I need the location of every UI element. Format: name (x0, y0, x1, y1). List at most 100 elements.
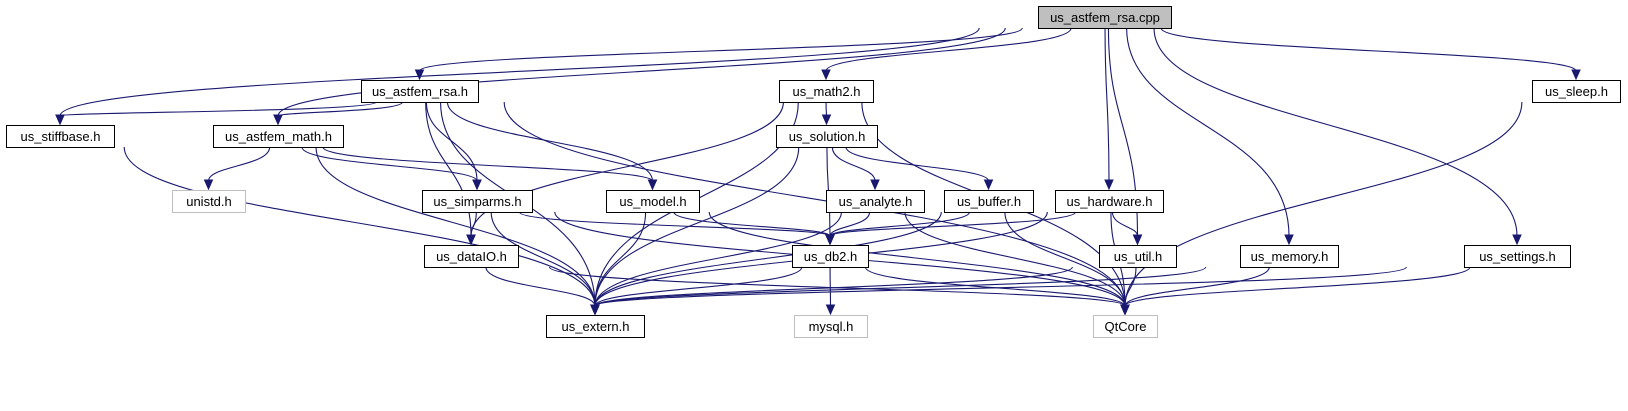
node-db2[interactable]: us_db2.h (792, 245, 869, 268)
node-hardware[interactable]: us_hardware.h (1055, 190, 1164, 213)
edge-root-to-sleep (1160, 27, 1577, 72)
arrowhead-settings-to-qtcore (1120, 304, 1130, 316)
node-label-simparms: us_simparms.h (433, 194, 521, 209)
node-buffer[interactable]: us_buffer.h (944, 190, 1034, 213)
edge-simparms-to-db2 (518, 211, 831, 237)
edge-astfem_math-to-extern (315, 146, 596, 307)
node-layer: us_astfem_rsa.cpp us_astfem_rsa.h us_math2… (6, 6, 1621, 338)
edge-solution-to-analyte (831, 146, 876, 182)
node-label-memory: us_memory.h (1251, 249, 1329, 264)
node-box-mysql (794, 315, 868, 338)
node-qtcore: QtCore (1093, 315, 1158, 338)
node-settings[interactable]: us_settings.h (1464, 245, 1571, 268)
edge-hardware-to-db2 (829, 211, 1077, 237)
node-extern[interactable]: us_extern.h (546, 315, 645, 338)
node-simparms[interactable]: us_simparms.h (422, 190, 533, 213)
node-label-math2: us_math2.h (793, 84, 861, 99)
node-label-qtcore: QtCore (1105, 319, 1147, 334)
node-label-stiffbase: us_stiffbase.h (21, 129, 101, 144)
node-label-util: us_util.h (1114, 249, 1162, 264)
edge-root-to-memory (1126, 27, 1290, 237)
node-label-hardware: us_hardware.h (1067, 194, 1153, 209)
arrowhead-astfem_math-to-model (647, 179, 658, 191)
node-memory[interactable]: us_memory.h (1240, 245, 1339, 268)
node-analyte[interactable]: us_analyte.h (826, 190, 925, 213)
node-astfem_math[interactable]: us_astfem_math.h (213, 125, 344, 148)
node-box-qtcore (1093, 315, 1158, 338)
arrowhead-simparms-to-dataio (466, 234, 476, 246)
edge-db2-to-extern (594, 266, 803, 307)
node-box-settings (1464, 245, 1571, 268)
edge-settings-to-qtcore (1124, 266, 1471, 307)
arrowhead-rsa_h-to-astfem_math (273, 114, 283, 126)
node-label-sleep: us_sleep.h (1545, 84, 1608, 99)
edge-stiffbase-to-extern (123, 146, 596, 307)
node-box-rsa_h (361, 80, 479, 103)
arrowhead-settings-to-extern (590, 304, 600, 316)
node-stiffbase[interactable]: us_stiffbase.h (6, 125, 115, 148)
edge-analyte-to-db2 (829, 211, 871, 237)
edge-dataio-to-extern (485, 266, 596, 307)
arrowhead-root-to-sleep (1571, 69, 1581, 81)
edge-memory-to-qtcore (1124, 266, 1270, 307)
arrowhead-root-to-rsa_h (414, 69, 425, 81)
edge-root-to-settings (1153, 27, 1518, 237)
edge-hardware-to-util (1111, 211, 1139, 237)
node-dataio[interactable]: us_dataIO.h (424, 245, 519, 268)
node-box-solution (776, 125, 878, 148)
arrowhead-root-to-hardware (1104, 179, 1114, 191)
node-label-astfem_math: us_astfem_math.h (225, 129, 332, 144)
node-box-root (1038, 6, 1172, 29)
edge-solution-to-buffer (845, 146, 990, 182)
edge-sleep-to-qtcore (1124, 101, 1523, 307)
node-solution[interactable]: us_solution.h (776, 125, 878, 148)
node-label-analyte: us_analyte.h (839, 194, 913, 209)
node-box-math2 (779, 80, 874, 103)
arrowhead-db2-to-mysql (825, 304, 836, 316)
edge-rsa_h-to-dataio (425, 101, 472, 237)
arrowhead-solution-to-buffer (983, 179, 994, 191)
edge-root-to-astfem_math (277, 27, 1006, 117)
edge-model-to-db2 (673, 211, 831, 237)
node-box-buffer (944, 190, 1034, 213)
edge-model-to-qtcore (708, 211, 1126, 307)
node-box-sleep (1532, 80, 1621, 103)
node-sleep[interactable]: us_sleep.h (1532, 80, 1621, 103)
node-box-extern (546, 315, 645, 338)
edge-util-to-qtcore (1124, 266, 1137, 307)
node-util[interactable]: us_util.h (1099, 245, 1177, 268)
edge-buffer-to-db2 (829, 211, 971, 237)
node-label-mysql: mysql.h (809, 319, 854, 334)
node-root[interactable]: us_astfem_rsa.cpp (1038, 6, 1172, 29)
node-label-model: us_model.h (619, 194, 686, 209)
edge-rsa_h-to-model (446, 101, 654, 182)
edge-root-to-stiffbase (59, 27, 980, 117)
edge-settings-to-extern (594, 266, 1407, 307)
node-math2[interactable]: us_math2.h (779, 80, 874, 103)
arrowhead-astfem_math-to-unistd (203, 179, 214, 191)
arrowhead-root-to-settings (1512, 234, 1522, 246)
node-box-hardware (1055, 190, 1164, 213)
node-mysql: mysql.h (794, 315, 868, 338)
edge-model-to-extern (594, 211, 647, 307)
node-label-db2: us_db2.h (804, 249, 858, 264)
node-label-unistd: unistd.h (186, 194, 232, 209)
edge-rsa_h-to-qtcore (503, 101, 1126, 307)
edge-astfem_math-to-unistd (207, 146, 271, 182)
edge-root-to-hardware (1104, 27, 1110, 182)
node-label-buffer: us_buffer.h (957, 194, 1021, 209)
edge-analyte-to-extern (594, 211, 842, 307)
arrowhead-astfem_math-to-simparms (472, 179, 482, 191)
edge-root-to-rsa_h (418, 27, 1023, 72)
arrowhead-hardware-to-db2 (825, 234, 835, 246)
edge-astfem_math-to-simparms (301, 146, 478, 182)
node-rsa_h[interactable]: us_astfem_rsa.h (361, 80, 479, 103)
node-box-db2 (792, 245, 869, 268)
arrowhead-root-to-math2 (821, 69, 831, 81)
edge-buffer-to-qtcore (1004, 211, 1126, 307)
node-model[interactable]: us_model.h (606, 190, 700, 213)
edge-math2-to-dataio (470, 101, 784, 237)
edge-simparms-to-extern (490, 211, 596, 307)
node-label-extern: us_extern.h (562, 319, 630, 334)
node-label-root: us_astfem_rsa.cpp (1050, 10, 1160, 25)
